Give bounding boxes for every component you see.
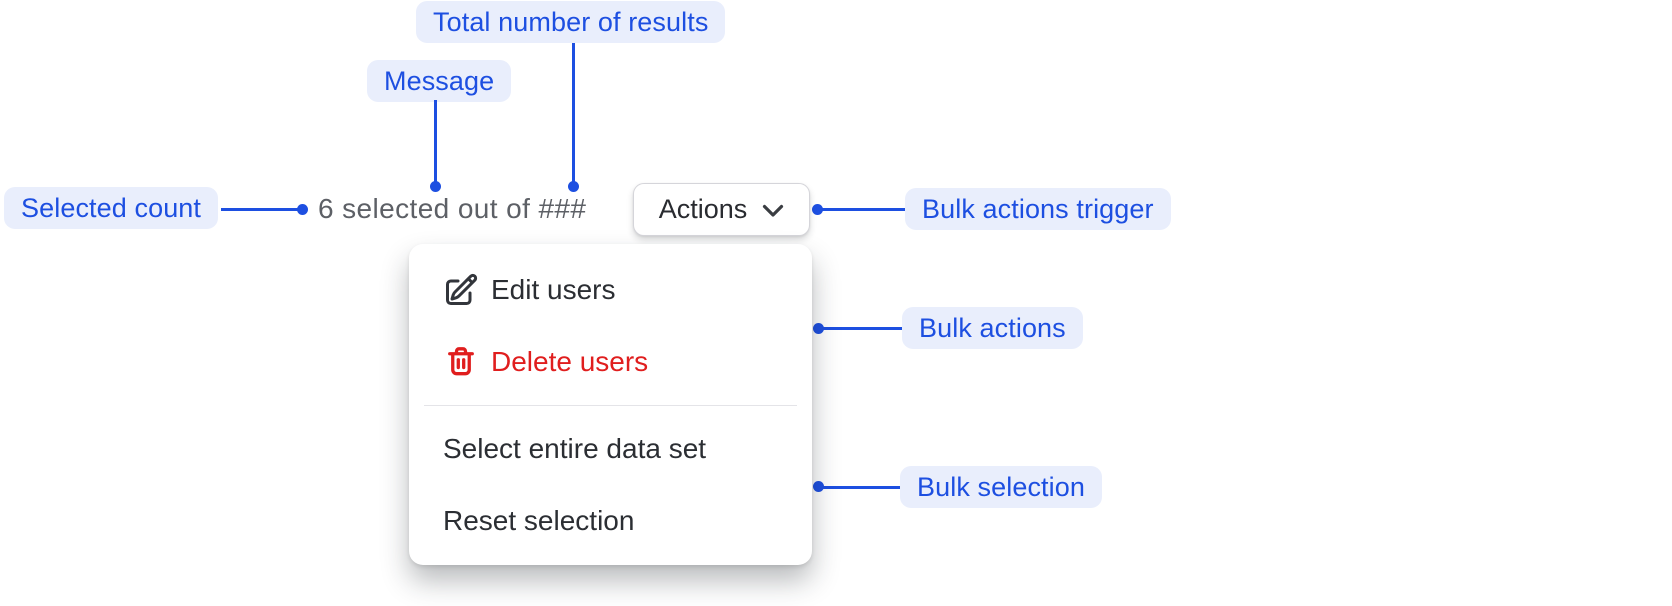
actions-button-label: Actions: [658, 194, 748, 224]
annotation-bulk-selection: Bulk selection: [900, 466, 1102, 508]
menu-item-label: Select entire data set: [443, 433, 707, 464]
annotation-selected-count: Selected count: [4, 187, 219, 229]
connector-line-message: [434, 100, 437, 183]
connector-line-bulk-actions: [820, 327, 902, 330]
connector-dot-bulk-actions-trigger: [812, 204, 823, 215]
connector-dot-total-results: [568, 181, 579, 192]
connector-line-selected-count: [221, 208, 299, 211]
annotation-message: Message: [367, 60, 512, 102]
edit-icon: [443, 272, 479, 308]
bulk-actions-trigger-button[interactable]: Actions: [633, 183, 810, 236]
menu-item-select-entire-data-set[interactable]: Select entire data set: [409, 413, 812, 485]
connector-dot-selected-count: [297, 204, 308, 215]
menu-item-delete-users[interactable]: Delete users: [409, 326, 812, 398]
menu-divider: [424, 405, 797, 406]
connector-dot-bulk-selection: [813, 481, 824, 492]
menu-item-edit-users[interactable]: Edit users: [409, 254, 812, 326]
trash-icon: [443, 344, 479, 380]
menu-item-label: Edit users: [491, 274, 616, 305]
connector-line-bulk-selection: [820, 486, 900, 489]
menu-item-reset-selection[interactable]: Reset selection: [409, 485, 812, 557]
annotation-bulk-actions-trigger: Bulk actions trigger: [905, 188, 1171, 230]
connector-line-bulk-actions-trigger: [822, 208, 905, 211]
bulk-actions-menu: Edit users Delete users Select entire da…: [409, 244, 812, 565]
annotation-total-results: Total number of results: [416, 1, 726, 43]
menu-item-label: Reset selection: [443, 505, 635, 536]
annotation-bulk-actions: Bulk actions: [902, 307, 1083, 349]
connector-line-total-results: [572, 43, 575, 183]
connector-dot-bulk-actions: [813, 323, 824, 334]
menu-item-label: Delete users: [491, 346, 649, 377]
connector-dot-message: [430, 181, 441, 192]
chevron-down-icon: [762, 204, 784, 218]
selection-count-message: 6 selected out of ###: [318, 193, 587, 224]
